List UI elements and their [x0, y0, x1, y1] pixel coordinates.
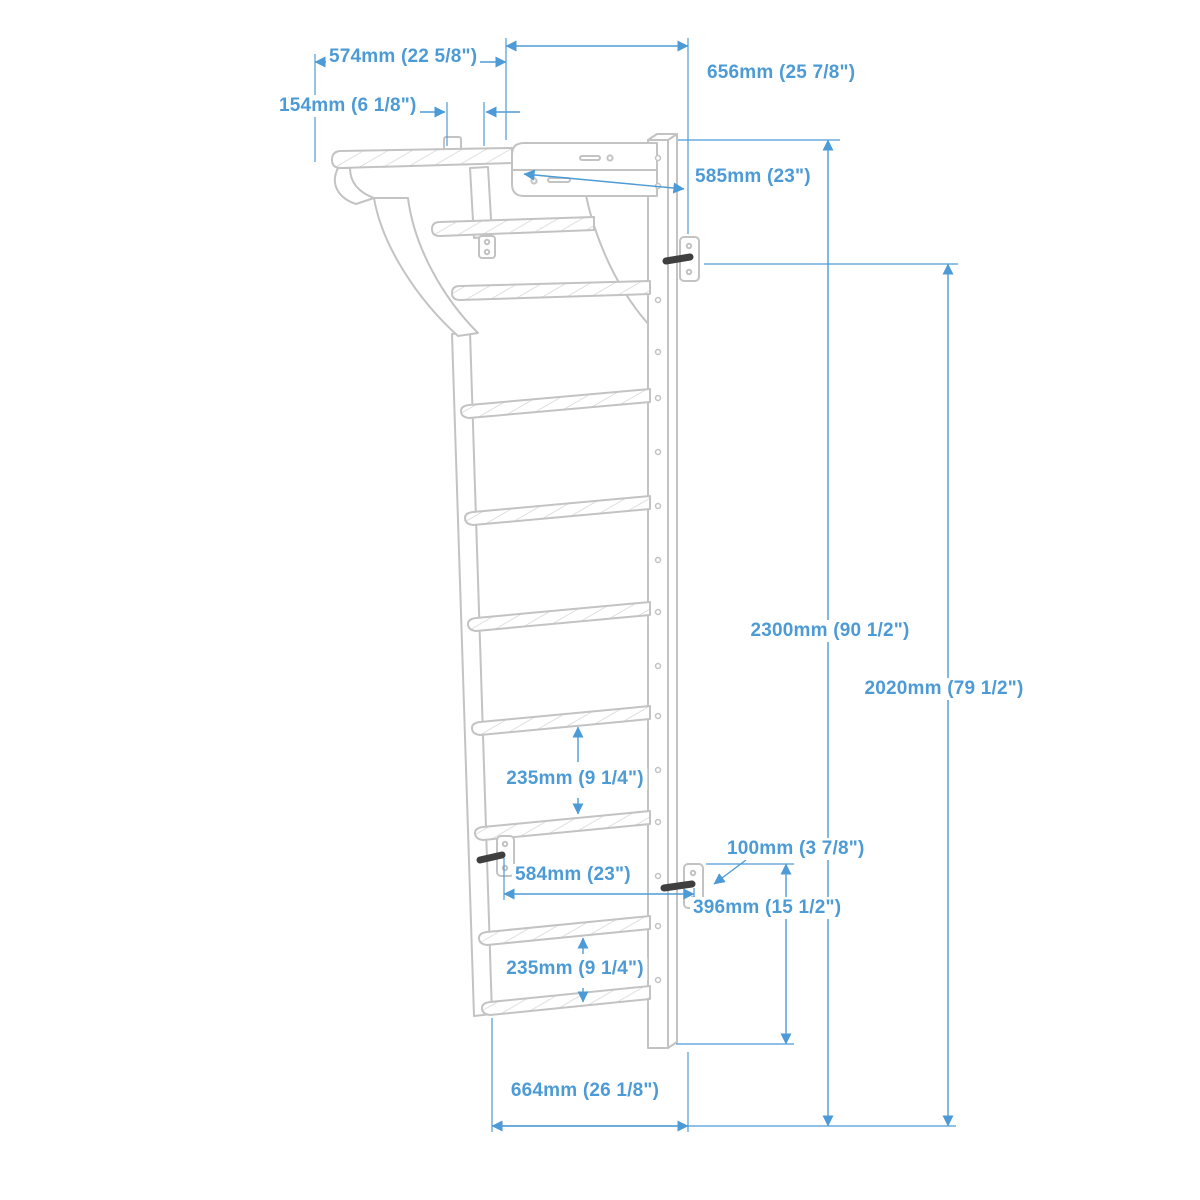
ladder-artwork — [331, 133, 704, 1049]
dim-label-bracket-offset: 100mm (3 7/8") — [724, 838, 868, 860]
dim-label-base-width: 664mm (26 1/8") — [507, 1080, 663, 1102]
rung — [471, 705, 651, 736]
left-gusset — [373, 197, 479, 337]
dim-label-wall-bracket-span: 2020mm (79 1/2") — [861, 678, 1027, 700]
lower-left-peg — [476, 851, 506, 864]
hinge-plate — [478, 235, 496, 259]
dim-585 — [523, 169, 685, 194]
rung — [467, 601, 651, 632]
rung — [460, 388, 651, 419]
dim-label-lower-bracket-width: 584mm (23") — [512, 864, 634, 886]
pullup-bar — [331, 147, 513, 169]
rung — [481, 985, 651, 1016]
rung — [474, 810, 651, 841]
left-upright — [451, 331, 493, 1017]
dim-label-rung-spacing-upper: 235mm (9 1/4") — [503, 768, 647, 790]
rung — [478, 915, 651, 946]
dim-label-board-width: 585mm (23") — [692, 166, 814, 188]
lower-right-peg — [660, 880, 696, 892]
dim-100-leader-arrow — [713, 859, 747, 885]
dip-bar — [431, 216, 595, 237]
low-bar — [451, 280, 651, 301]
dim-label-rung-spacing-lower: 235mm (9 1/4") — [503, 958, 647, 980]
right-upright — [647, 133, 678, 1049]
left-curl — [333, 167, 375, 205]
dim-label-overall-height: 2300mm (90 1/2") — [747, 620, 913, 642]
rungs — [460, 388, 651, 1016]
rung — [464, 495, 651, 526]
upper-peg — [662, 253, 694, 265]
dimension-lines — [314, 38, 958, 1132]
dim-label-mount-tab-offset: 154mm (6 1/8") — [276, 95, 420, 117]
dim-label-top-assembly-depth: 656mm (25 7/8") — [704, 62, 859, 84]
dim-label-top-bar-length: 574mm (22 5/8") — [326, 46, 481, 68]
upright-holes — [654, 154, 662, 984]
dim-label-lower-bracket-height: 396mm (15 1/2") — [690, 897, 845, 919]
